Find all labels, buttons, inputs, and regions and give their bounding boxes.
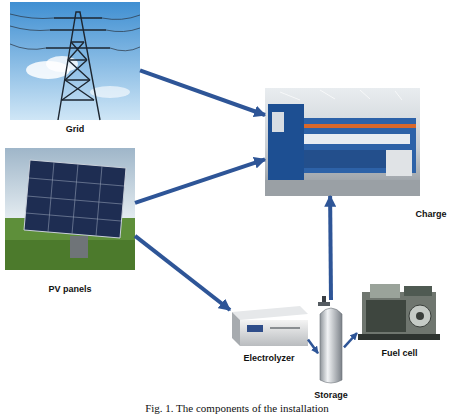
grid-photo-part <box>10 14 140 19</box>
electrolyzer-photo-part <box>240 320 308 346</box>
flow-arrow <box>344 333 357 347</box>
electrolyzer-photo-part <box>270 327 300 329</box>
charge-photo-part <box>265 88 420 196</box>
fuel-cell-photo-part <box>416 312 424 320</box>
grid-photo-part <box>10 26 140 32</box>
pv-photo-part <box>26 162 124 236</box>
figure-caption: Fig. 1. The components of the installati… <box>0 402 474 415</box>
grid-photo-part <box>62 42 94 100</box>
fuel-cell-photo-part <box>366 300 406 332</box>
grid-photo-part <box>10 2 140 120</box>
pv-photo-part <box>70 236 88 258</box>
fuel-cell-photo-part <box>370 284 400 298</box>
charge-photo-part <box>280 90 402 100</box>
fuel-cell-photo-part <box>404 286 432 296</box>
grid-photo <box>10 2 140 120</box>
storage-cylinder-part <box>320 308 342 383</box>
component-label: Charge <box>405 209 457 220</box>
electrolyzer-photo-part <box>247 325 263 332</box>
storage-cylinder-part <box>318 302 330 306</box>
pv-photo-part <box>24 160 126 238</box>
component-label: Grid <box>10 124 140 135</box>
grid-photo-part <box>10 44 140 51</box>
pv-photo <box>5 148 135 270</box>
electrolyzer-photo <box>232 306 308 346</box>
fuel-cell-photo-part <box>409 305 431 327</box>
grid-photo-part <box>46 12 110 120</box>
storage-unit: Storage <box>318 300 344 386</box>
grid-photo-part <box>46 18 110 48</box>
fuel-cell-unit: Fuel cell <box>357 282 442 342</box>
electrolyzer-photo-part <box>232 312 240 346</box>
flow-arrow <box>140 70 265 115</box>
grid-photo-part <box>62 42 94 100</box>
grid-photo-part <box>10 14 140 51</box>
component-label: Electrolyzer <box>230 353 308 364</box>
charge-photo-part <box>280 90 402 100</box>
charge-photo-part <box>386 150 412 176</box>
charge-photo-part <box>272 112 284 132</box>
pv-photo-part <box>26 178 124 221</box>
component-label: Fuel cell <box>357 348 442 359</box>
pv-photo-part <box>48 162 102 236</box>
electrolyzer-unit: Electrolyzer <box>230 305 308 347</box>
electrolyzer-photo-part <box>232 306 308 320</box>
charge-photo <box>265 88 420 196</box>
charge-photo-part <box>296 134 410 144</box>
grid-source: Grid <box>10 2 140 120</box>
flow-arrow <box>135 236 230 310</box>
component-label: PV panels <box>5 284 135 295</box>
flow-arrow <box>328 196 333 300</box>
charge-photo-part <box>290 124 416 128</box>
pv-source: PV panels <box>5 148 135 270</box>
flow-arrow <box>135 159 265 203</box>
charge-load: Charge <box>265 88 420 196</box>
fuel-cell-photo-part <box>358 334 440 340</box>
charge-photo-part <box>268 104 304 180</box>
charge-photo-part <box>265 180 420 196</box>
flow-arrow <box>308 339 318 353</box>
fuel-cell-photo-part <box>362 292 436 338</box>
fuel-cell-photo <box>358 284 440 340</box>
storage-cylinder <box>318 296 342 383</box>
component-label: Storage <box>306 390 356 401</box>
grid-photo-part <box>58 12 100 120</box>
